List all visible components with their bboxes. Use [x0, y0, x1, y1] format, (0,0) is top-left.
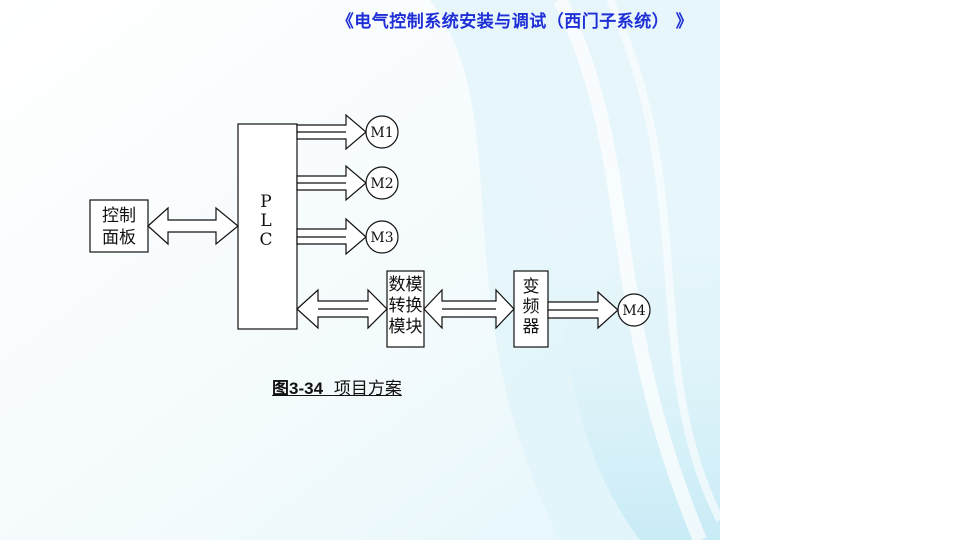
- motor-m4-label: M4: [622, 303, 645, 319]
- inverter-label-3: 器: [523, 317, 540, 337]
- figure-caption: 图3-34 项目方案: [272, 374, 402, 399]
- figure-number: 图3-34: [272, 379, 324, 398]
- da-module-label-3: 模块: [389, 317, 423, 337]
- motor-m4-circle: [617, 293, 651, 327]
- motor-m3-label: M3: [370, 230, 393, 246]
- motor-m2-label: M2: [370, 176, 393, 192]
- inverter-label-1: 变: [523, 277, 540, 297]
- motor-m3-circle: [365, 220, 399, 254]
- plc-letter-l: L: [260, 211, 271, 231]
- da-module-label-2: 转换: [389, 296, 423, 316]
- panel-plc-arrow: [147, 206, 239, 246]
- plc-letter-c: C: [259, 230, 272, 250]
- figure-caption-text: 项目方案: [333, 379, 402, 399]
- plc-letter-p: P: [260, 192, 271, 212]
- motor-m1-circle: [365, 115, 399, 149]
- da-module-box: [386, 270, 425, 348]
- control-panel-label-2: 面板: [102, 228, 136, 248]
- control-panel-box: [89, 199, 149, 253]
- motor-m1-label: M1: [370, 125, 393, 141]
- motor-m2-circle: [365, 166, 399, 200]
- inverter-label-2: 频: [523, 297, 540, 317]
- inverter-box: [513, 270, 549, 348]
- control-panel-label-1: 控制: [102, 206, 136, 226]
- page-title: 《电气控制系统安装与调试（西门子系统） 》: [336, 12, 694, 32]
- plc-box: [237, 123, 298, 330]
- da-module-label-1: 数模: [389, 275, 423, 295]
